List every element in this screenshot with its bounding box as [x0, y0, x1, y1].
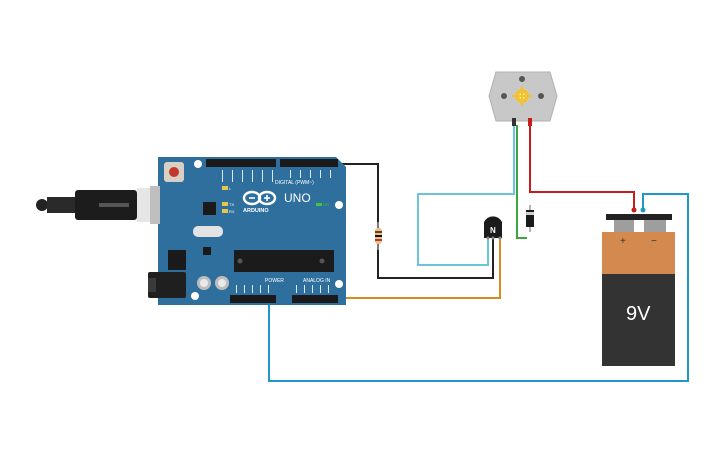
wire-lightblue-collector[interactable]	[417, 125, 515, 266]
digital-header[interactable]	[206, 159, 338, 167]
power-jack[interactable]	[148, 272, 186, 298]
mounting-hole-icon	[194, 160, 202, 168]
analog-header[interactable]	[292, 295, 338, 303]
led-rx-label: RX	[229, 209, 235, 214]
digital-label: DIGITAL (PWM~)	[275, 180, 314, 186]
battery-minus-label: −	[651, 236, 657, 247]
brand-label: ARDUINO	[243, 208, 269, 214]
battery-negative-terminal[interactable]	[644, 220, 666, 232]
led-l	[222, 186, 228, 190]
motor-shaft-icon	[512, 86, 532, 106]
arduino-logo-icon	[242, 190, 277, 206]
wire-red-battery-positive[interactable]	[529, 125, 635, 210]
model-label: UNO	[284, 191, 311, 205]
battery-positive-terminal[interactable]	[614, 220, 634, 232]
diode[interactable]	[526, 205, 534, 232]
wire-green-diode[interactable]	[516, 125, 527, 239]
dc-motor[interactable]	[488, 71, 558, 126]
led-tx-label: TX	[229, 202, 234, 207]
mounting-hole-icon	[335, 201, 343, 209]
wire-orange-ground[interactable]	[275, 238, 501, 299]
led-tx	[222, 202, 228, 206]
wire-black-signal[interactable]	[337, 163, 494, 279]
microcontroller-chip	[234, 250, 334, 272]
digital-pin-labels	[222, 170, 331, 182]
mounting-hole-icon	[191, 292, 199, 300]
led-on	[316, 203, 322, 206]
analog-label: ANALOG IN	[303, 278, 331, 284]
npn-transistor[interactable]: N	[484, 216, 502, 240]
battery-voltage-label: 9V	[626, 303, 651, 325]
mounting-hole-icon	[335, 280, 343, 288]
transistor-type-label: N	[490, 226, 496, 235]
bottom-pin-ticks	[236, 285, 329, 293]
usb-chip	[203, 202, 216, 215]
battery-plus-label: +	[620, 236, 626, 247]
usb-jack	[150, 186, 160, 224]
wire-blue-battery-negative[interactable]	[268, 193, 689, 382]
wires	[268, 125, 689, 382]
led-rx	[222, 209, 228, 213]
battery-9v[interactable]: + − 9V	[602, 207, 675, 367]
on-label: ON	[323, 202, 329, 207]
arduino-uno-board[interactable]: L TX RX ON ARDUINO UNO DIGITAL (PWM~)	[148, 157, 346, 305]
reset-button-cap	[169, 167, 179, 177]
resistor[interactable]	[375, 222, 382, 250]
led-l-label: L	[229, 186, 232, 191]
power-label: POWER	[265, 278, 284, 284]
power-header[interactable]	[230, 295, 276, 303]
crystal	[193, 226, 223, 237]
voltage-regulator	[168, 250, 186, 270]
